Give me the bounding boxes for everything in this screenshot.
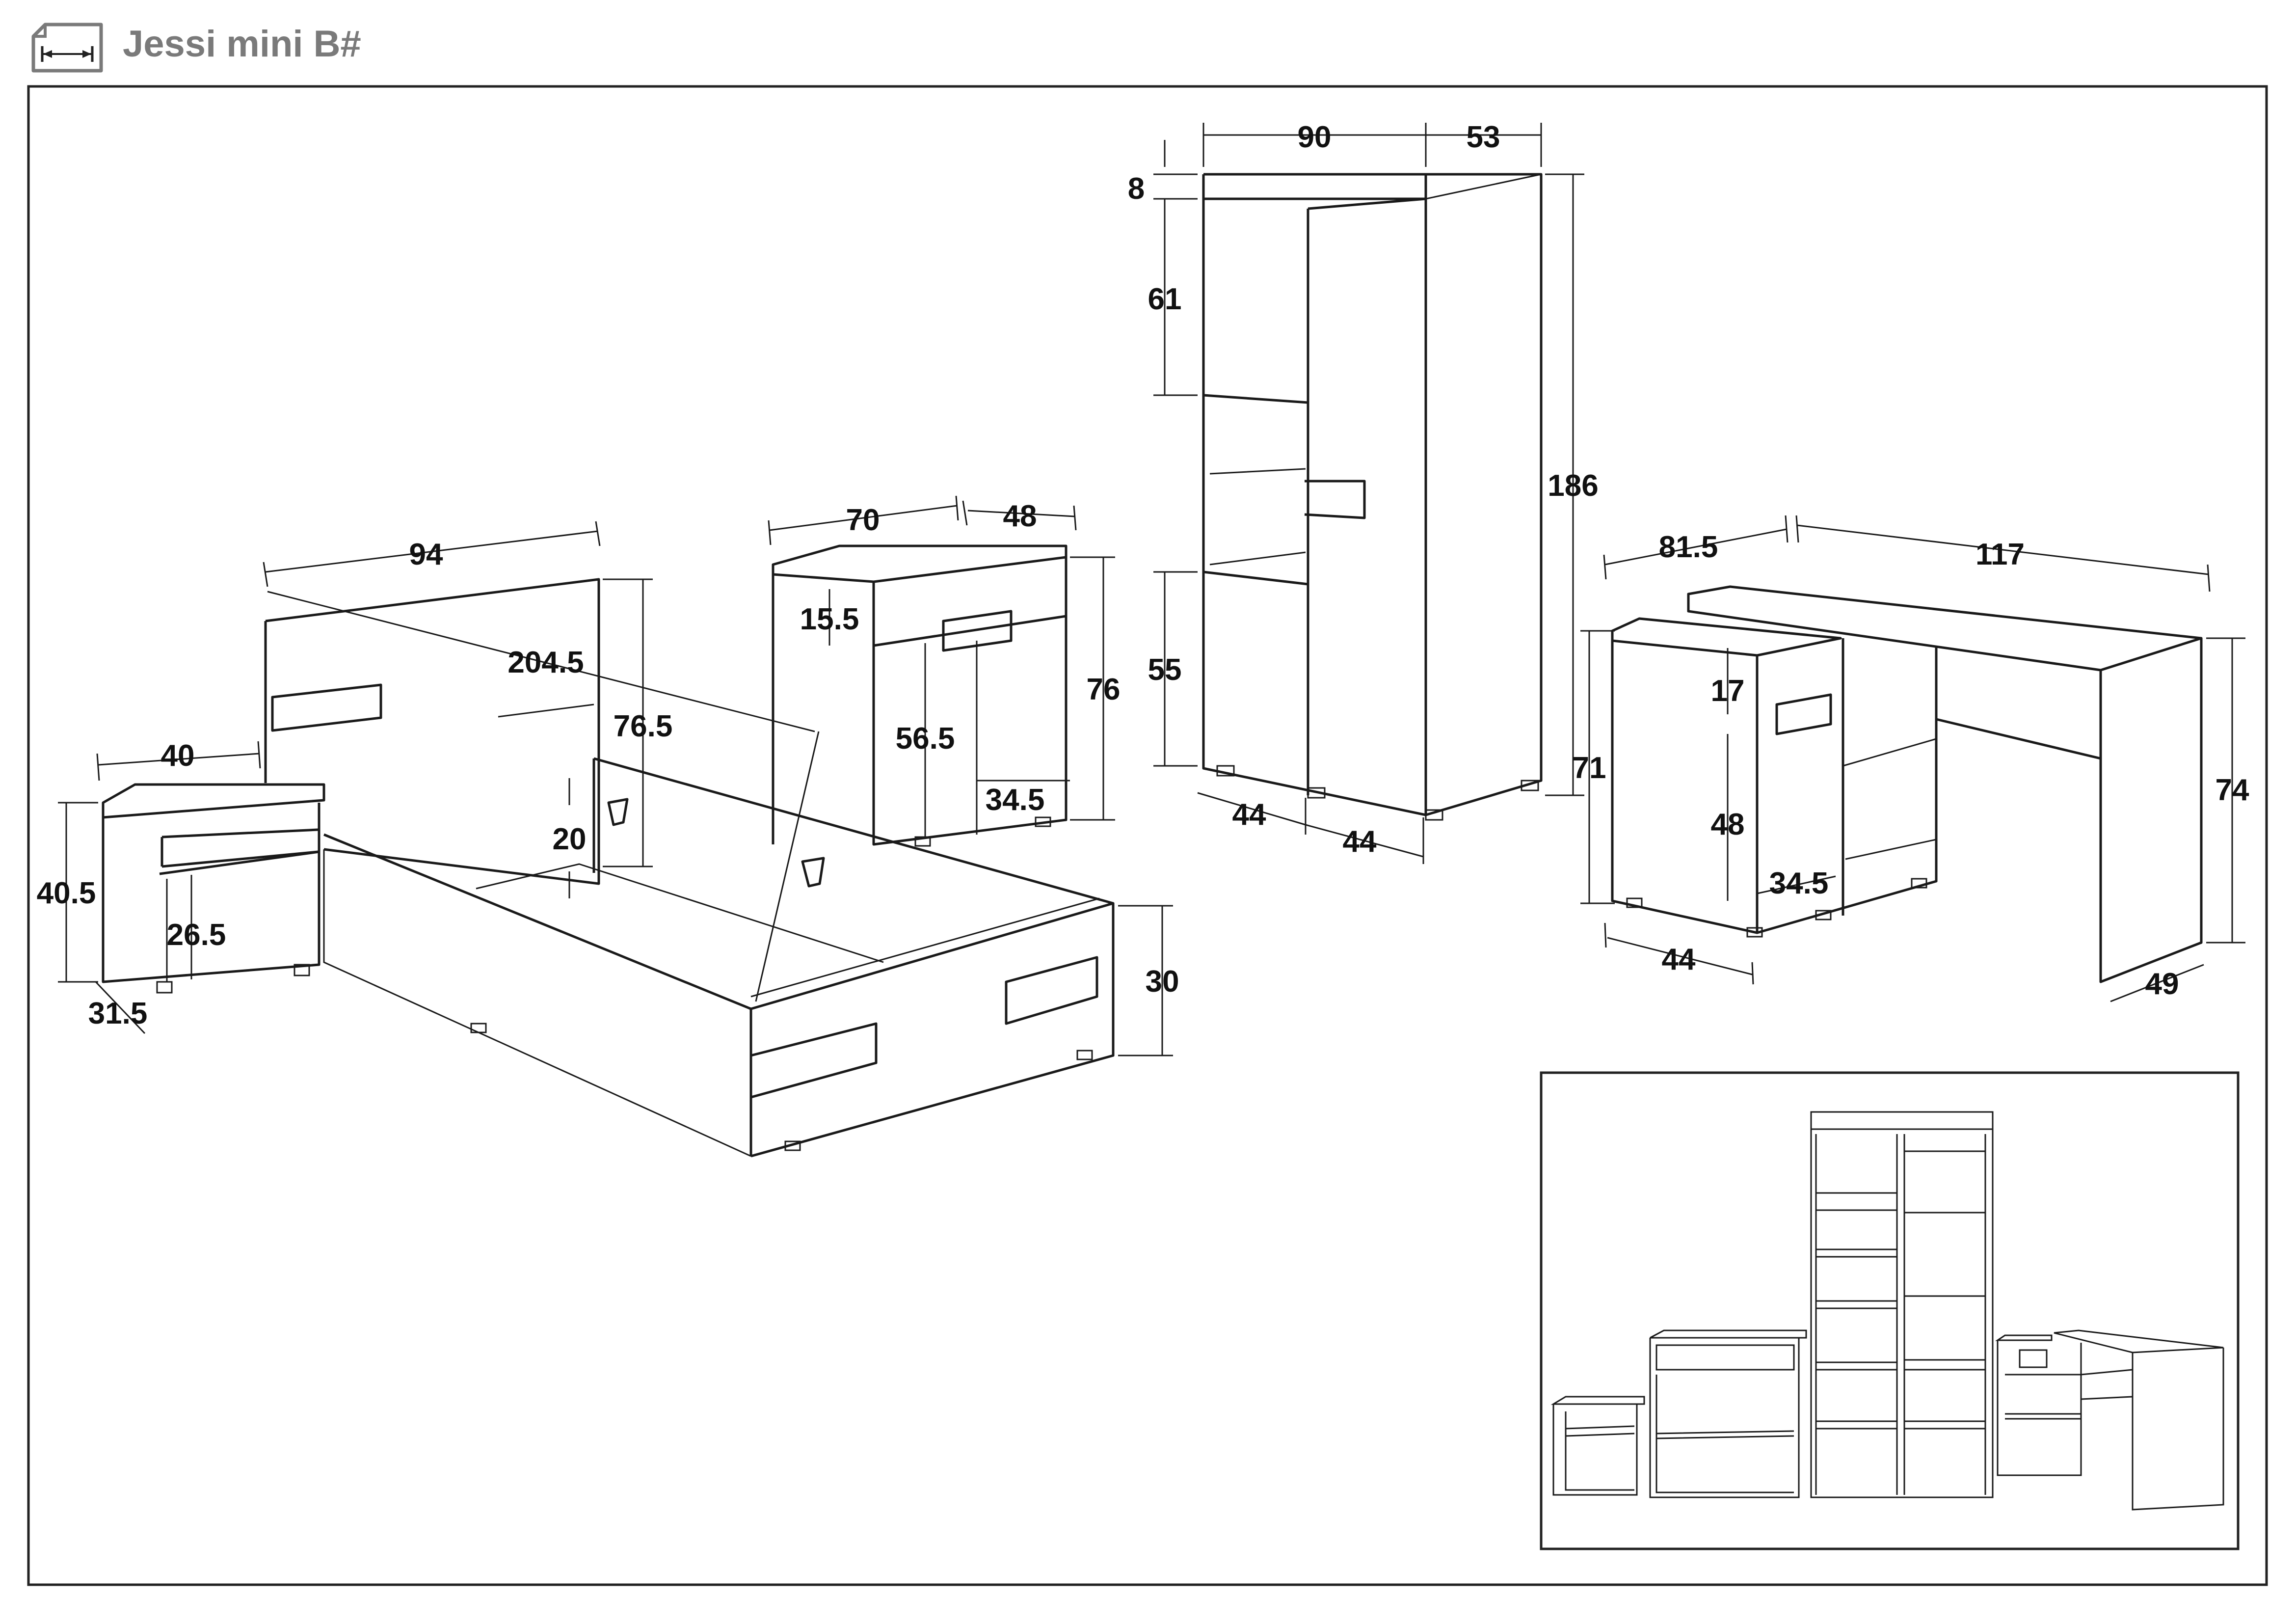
bed-drawing: [264, 578, 1115, 1158]
nightstand-width-label: 40: [161, 739, 195, 773]
desk-door-width-label: 34.5: [1769, 866, 1829, 900]
nightstand-drawing: [102, 783, 325, 994]
dimensions-icon: [31, 23, 103, 73]
wardrobe-width-label: 90: [1298, 120, 1332, 154]
dresser-depth-label: 48: [1003, 499, 1037, 533]
desk-door-height-label: 48: [1711, 808, 1745, 841]
inset-open-view: [1540, 1071, 2240, 1550]
wardrobe-height-label: 186: [1548, 469, 1598, 503]
bed-frame-height-label: 30: [1146, 965, 1179, 999]
wardrobe-top-height-label: 8: [1128, 172, 1145, 206]
desk-depth-label: 49: [2145, 967, 2179, 1001]
bed-slat-depth-label: 20: [553, 822, 587, 856]
desk-cabinet-height-label: 71: [1573, 751, 1606, 785]
desk-drawer-height-label: 17: [1711, 674, 1745, 708]
desk-cabinet-depth-label: 44: [1662, 943, 1696, 976]
bed-length-label: 204.5: [507, 646, 584, 679]
wardrobe-depth-label: 53: [1467, 120, 1500, 154]
wardrobe-upper-height-label: 61: [1148, 282, 1182, 316]
dresser-width-label: 70: [846, 503, 880, 537]
dresser-height-label: 76: [1087, 673, 1121, 706]
nightstand-dimension-lines: [58, 741, 261, 1034]
document-title: Jessi mini B#: [123, 23, 361, 65]
inset-nightstand: [1550, 1396, 1645, 1496]
headboard-height-label: 76.5: [614, 709, 673, 743]
wardrobe-drawing: [1202, 173, 1543, 821]
page-header: Jessi mini B#: [0, 0, 2296, 83]
drawing-frame: [27, 85, 2268, 1586]
desk-height-label: 74: [2216, 773, 2249, 807]
inset-frame: [1540, 1071, 2240, 1550]
desk-dimension-lines: [1580, 515, 2245, 1002]
desk-cabinet-width-label: 81.5: [1659, 530, 1718, 564]
dresser-drawer-height-label: 15.5: [800, 602, 859, 636]
wardrobe-lower-height-label: 55: [1148, 653, 1182, 687]
wardrobe-base-left-label: 44: [1232, 798, 1266, 832]
inset-wardrobe: [1810, 1111, 1994, 1498]
dresser-dimension-lines: [768, 495, 1115, 837]
bed-width-label: 94: [409, 538, 443, 571]
dresser-drawing: [772, 544, 1068, 847]
desk-drawing: [1611, 585, 2203, 983]
wardrobe-base-right-label: 44: [1343, 825, 1377, 859]
nightstand-depth-label: 31.5: [88, 997, 148, 1030]
dresser-door-width-label: 34.5: [986, 783, 1045, 817]
inset-desk: [1995, 1329, 2224, 1511]
desk-width-label: 117: [1976, 538, 2025, 571]
inset-dresser: [1649, 1329, 1807, 1498]
nightstand-height-label: 40.5: [37, 876, 96, 910]
bed-dimension-lines: [263, 521, 1173, 1056]
dresser-door-height-label: 56.5: [896, 722, 955, 756]
nightstand-drawer-height-label: 26.5: [167, 918, 226, 952]
wardrobe-dimension-lines: [1153, 123, 1584, 864]
